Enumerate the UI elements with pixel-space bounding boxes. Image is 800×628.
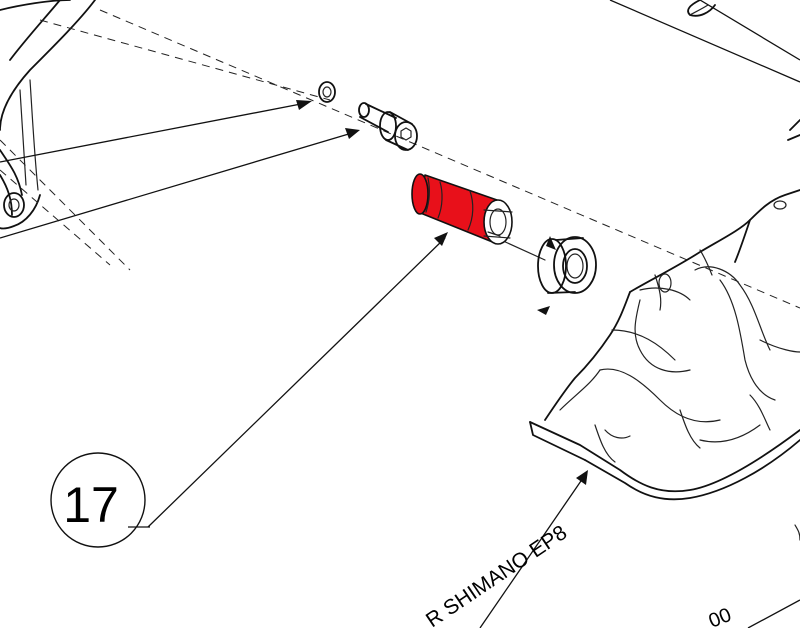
washer-part — [318, 81, 336, 103]
callout-17: 17 — [50, 452, 150, 548]
highlighted-bushing-part — [411, 173, 513, 245]
bottom-label: 00 — [706, 604, 735, 628]
arrowhead-bolt — [345, 128, 360, 139]
arrowhead-bearing-bottom — [537, 306, 550, 315]
callout-circle — [50, 452, 146, 548]
arrowhead-bearing-top — [546, 236, 556, 250]
arrowhead-bushing — [434, 232, 448, 246]
callout-number: 17 — [63, 477, 119, 533]
motor-cover-part — [529, 0, 800, 541]
arrowhead-motor-cover — [576, 470, 588, 485]
motor-label: R SHIMANO EP8 — [422, 521, 571, 628]
bushing-front-flange — [411, 173, 429, 215]
left-frame-part — [0, 0, 96, 230]
arrowhead-washer — [296, 100, 312, 110]
bottom-label-group: 00 — [706, 604, 735, 628]
motor-label-group: R SHIMANO EP8 — [422, 521, 571, 628]
bolt-part — [358, 102, 418, 151]
bearing-part — [537, 236, 597, 294]
